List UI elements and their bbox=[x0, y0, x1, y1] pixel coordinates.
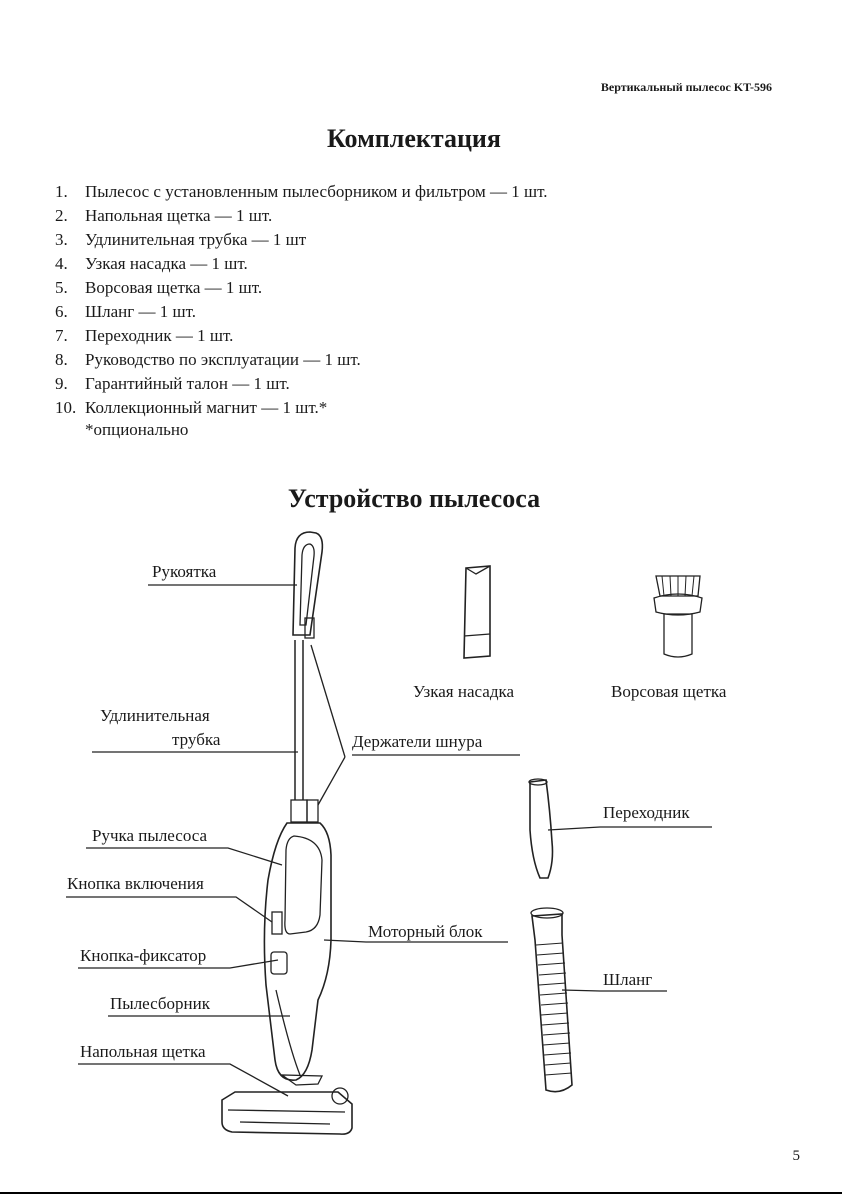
list-item: 4. Узкая насадка — 1 шт. bbox=[55, 252, 548, 276]
power-button-shape bbox=[271, 911, 283, 935]
document-header: Вертикальный пылесос KT-596 bbox=[600, 80, 772, 94]
list-item-number: 6. bbox=[55, 302, 68, 321]
leader-cord-holder-lower bbox=[317, 756, 346, 806]
cord-holder-upper bbox=[304, 617, 315, 639]
list-item-text: Пылесос с установленным пылесборником и … bbox=[85, 182, 548, 201]
brush-neck bbox=[279, 1074, 324, 1086]
leader-power-button bbox=[66, 896, 273, 923]
contents-title: Комплектация bbox=[327, 124, 501, 153]
label-cord-holders: Держатели шнура bbox=[352, 732, 483, 751]
bottom-rule bbox=[0, 1192, 842, 1194]
adapter-shape bbox=[529, 779, 554, 879]
list-item-number: 7. bbox=[55, 326, 68, 345]
label-hose: Шланг bbox=[603, 970, 653, 989]
contents-list: 1. Пылесос с установленным пылесборником … bbox=[55, 180, 548, 420]
label-dust-container: Пылесборник bbox=[110, 994, 211, 1013]
label-motor-unit: Моторный блок bbox=[368, 922, 483, 941]
leader-vacuum-handle bbox=[86, 847, 283, 866]
label-tube-line1: Удлинительная bbox=[100, 706, 210, 725]
list-item: 6. Шланг — 1 шт. bbox=[55, 300, 548, 324]
leader-cord-holder-upper bbox=[310, 644, 346, 758]
handle-grip-inner bbox=[299, 543, 315, 626]
list-item-text: Коллекционный магнит — 1 шт.* bbox=[85, 398, 328, 417]
list-item-number: 2. bbox=[55, 206, 68, 225]
list-item-text: Ворсовая щетка — 1 шт. bbox=[85, 278, 263, 297]
list-item: 5. Ворсовая щетка — 1 шт. bbox=[55, 276, 548, 300]
tube-coupling bbox=[290, 799, 308, 823]
list-item-number: 5. bbox=[55, 278, 68, 297]
dust-container-edge bbox=[275, 989, 301, 1076]
list-item-text: Гарантийный талон — 1 шт. bbox=[85, 374, 290, 393]
label-tube-line2: трубка bbox=[172, 730, 221, 749]
label-lock-button: Кнопка-фиксатор bbox=[80, 946, 207, 965]
label-crevice-tool: Узкая насадка bbox=[413, 682, 515, 701]
label-bristle-brush: Ворсовая щетка bbox=[611, 682, 727, 701]
brush-collar bbox=[653, 593, 703, 616]
hose-shape bbox=[531, 913, 573, 1093]
list-item-text: Узкая насадка — 1 шт. bbox=[85, 254, 248, 273]
list-item: 1. Пылесос с установленным пылесборником … bbox=[55, 180, 548, 204]
lock-button-shape bbox=[270, 951, 288, 975]
handle-opening bbox=[284, 835, 323, 935]
handle-grip bbox=[292, 531, 324, 636]
list-item-text: Шланг — 1 шт. bbox=[85, 302, 196, 321]
list-item-number: 10. bbox=[55, 398, 77, 417]
motor-body bbox=[263, 822, 332, 1081]
label-adapter: Переходник bbox=[603, 803, 690, 822]
leader-floor-brush bbox=[78, 1063, 289, 1097]
list-item: 10. Коллекционный магнит — 1 шт.* bbox=[55, 396, 548, 420]
list-item: 7. Переходник — 1 шт. bbox=[55, 324, 548, 348]
list-item-number: 8. bbox=[55, 350, 68, 369]
label-power-button: Кнопка включения bbox=[67, 874, 204, 893]
leader-lock-button bbox=[78, 959, 279, 969]
brush-body bbox=[663, 613, 693, 658]
list-item: 8. Руководство по эксплуатации — 1 шт. bbox=[55, 348, 548, 372]
list-item: 2. Напольная щетка — 1 шт. bbox=[55, 204, 548, 228]
device-title: Устройство пылесоса bbox=[287, 484, 541, 513]
brush-wheel bbox=[331, 1087, 349, 1105]
label-vacuum-handle: Ручка пылесоса bbox=[92, 826, 208, 845]
crevice-tool-shape bbox=[463, 565, 491, 659]
list-item-number: 1. bbox=[55, 182, 68, 201]
bristle-tuft bbox=[655, 575, 701, 597]
list-item-text: Руководство по эксплуатации — 1 шт. bbox=[85, 350, 361, 369]
list-item-text: Напольная щетка — 1 шт. bbox=[85, 206, 273, 225]
leader-hose bbox=[561, 989, 667, 992]
list-item-number: 3. bbox=[55, 230, 68, 249]
label-floor-brush: Напольная щетка bbox=[80, 1042, 206, 1061]
floor-brush-shape bbox=[221, 1091, 353, 1135]
list-item-number: 9. bbox=[55, 374, 68, 393]
optional-note: *опционально bbox=[85, 420, 189, 439]
cord-holder-lower bbox=[306, 799, 319, 823]
list-item-number: 4. bbox=[55, 254, 68, 273]
page-number: 5 bbox=[792, 1148, 801, 1164]
list-item: 9. Гарантийный талон — 1 шт. bbox=[55, 372, 548, 396]
list-item-text: Переходник — 1 шт. bbox=[85, 326, 234, 345]
leader-adapter bbox=[547, 826, 712, 831]
label-handle: Рукоятка bbox=[152, 562, 217, 581]
list-item-text: Удлинительная трубка — 1 шт bbox=[85, 230, 307, 249]
leader-motor-unit bbox=[323, 939, 508, 943]
list-item: 3. Удлинительная трубка — 1 шт bbox=[55, 228, 548, 252]
